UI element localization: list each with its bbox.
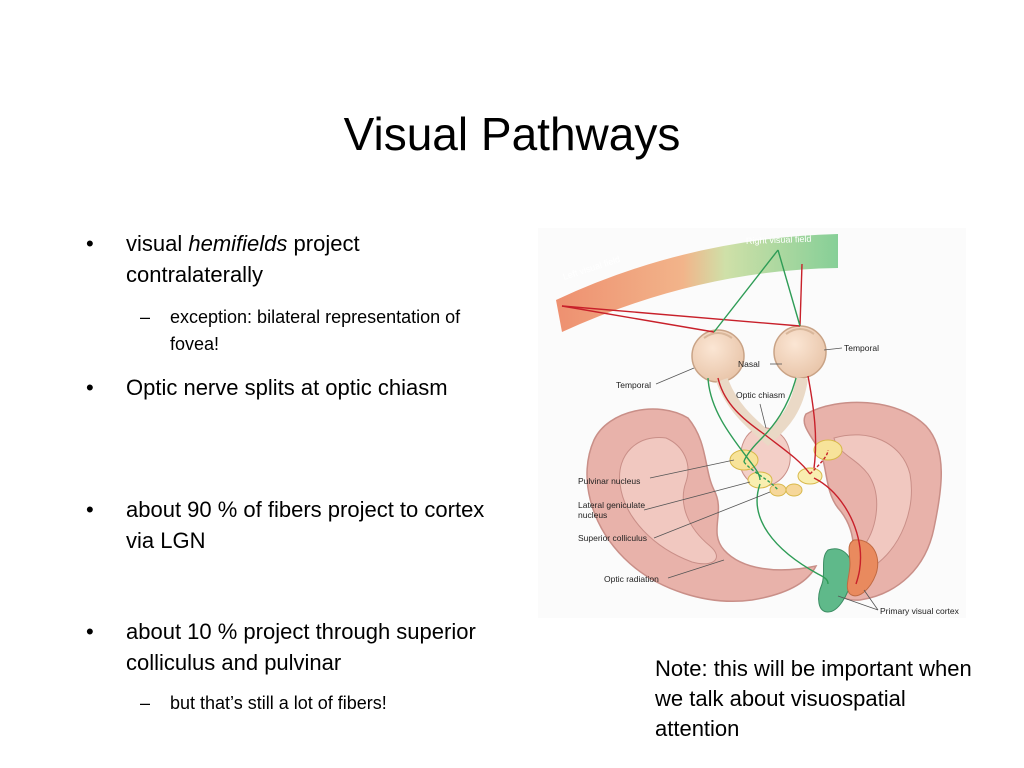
optic-radiation-label: Optic radiation xyxy=(604,574,659,584)
subbullet-text: exception: bilateral representation of f… xyxy=(170,307,461,354)
right-visual-field-label: Right visual field xyxy=(746,234,812,246)
bullet-lgn: • about 90 % of fibers project to cortex… xyxy=(86,494,486,556)
primary-visual-cortex-orange xyxy=(846,539,879,597)
right-eye xyxy=(773,325,827,379)
brain-left-inner xyxy=(619,437,717,565)
subbullet-fibers: – but that’s still a lot of fibers! xyxy=(86,690,490,717)
visual-pathways-diagram: Left visual field Right visual field xyxy=(556,234,960,616)
red-pathway xyxy=(561,263,862,585)
bullet-superior-colliculus: • about 10 % project through superior co… xyxy=(86,616,486,678)
sub-mark: – xyxy=(140,307,151,327)
bullet-mark: • xyxy=(86,497,94,522)
optic-chiasm-label: Optic chiasm xyxy=(736,390,785,400)
primary-visual-cortex-label: Primary visual cortex xyxy=(880,606,960,616)
temporal-right-label: Temporal xyxy=(844,343,879,353)
sub-mark: – xyxy=(140,693,151,713)
bullet-mark: • xyxy=(86,375,94,400)
superior-colliculus-right xyxy=(785,483,803,497)
bullet-text: about 90 % of fibers project to cortex v… xyxy=(126,497,485,553)
bullet-optic-chiasm: • Optic nerve splits at optic chiasm xyxy=(86,372,486,403)
visual-pathways-figure: Left visual field Right visual field xyxy=(538,228,966,618)
left-eye xyxy=(691,329,745,383)
lgn-right xyxy=(797,467,823,485)
bullet-text: about 10 % project through superior coll… xyxy=(126,619,476,675)
bullet-mark: • xyxy=(86,619,94,644)
superior-colliculus-left xyxy=(769,483,787,497)
right-lens xyxy=(785,328,815,335)
superior-colliculus-label: Superior colliculus xyxy=(578,533,647,543)
bullet-hemifields: • visual hemifields project contralatera… xyxy=(86,228,486,290)
temporal-left-label: Temporal xyxy=(616,380,651,390)
bullet-text: visual xyxy=(126,231,189,256)
visual-field-band xyxy=(556,234,838,332)
nasal-label: Nasal xyxy=(738,359,760,369)
left-lens xyxy=(703,332,733,339)
green-pathway xyxy=(707,249,829,585)
subbullet-fovea: – exception: bilateral representation of… xyxy=(86,304,490,358)
bullet-mark: • xyxy=(86,231,94,256)
note-text: Note: this will be important when we tal… xyxy=(655,656,972,741)
bullet-text: Optic nerve splits at optic chiasm xyxy=(126,375,448,400)
bullet-text: project contralaterally xyxy=(126,231,360,287)
subbullet-text: but that’s still a lot of fibers! xyxy=(170,693,387,713)
slide-title: Visual Pathways xyxy=(343,108,681,160)
optic-nerve-band xyxy=(716,377,808,446)
pulvinar-nucleus-label: Pulvinar nucleus xyxy=(578,476,640,486)
bullet-emphasis: hemifields xyxy=(188,231,288,256)
